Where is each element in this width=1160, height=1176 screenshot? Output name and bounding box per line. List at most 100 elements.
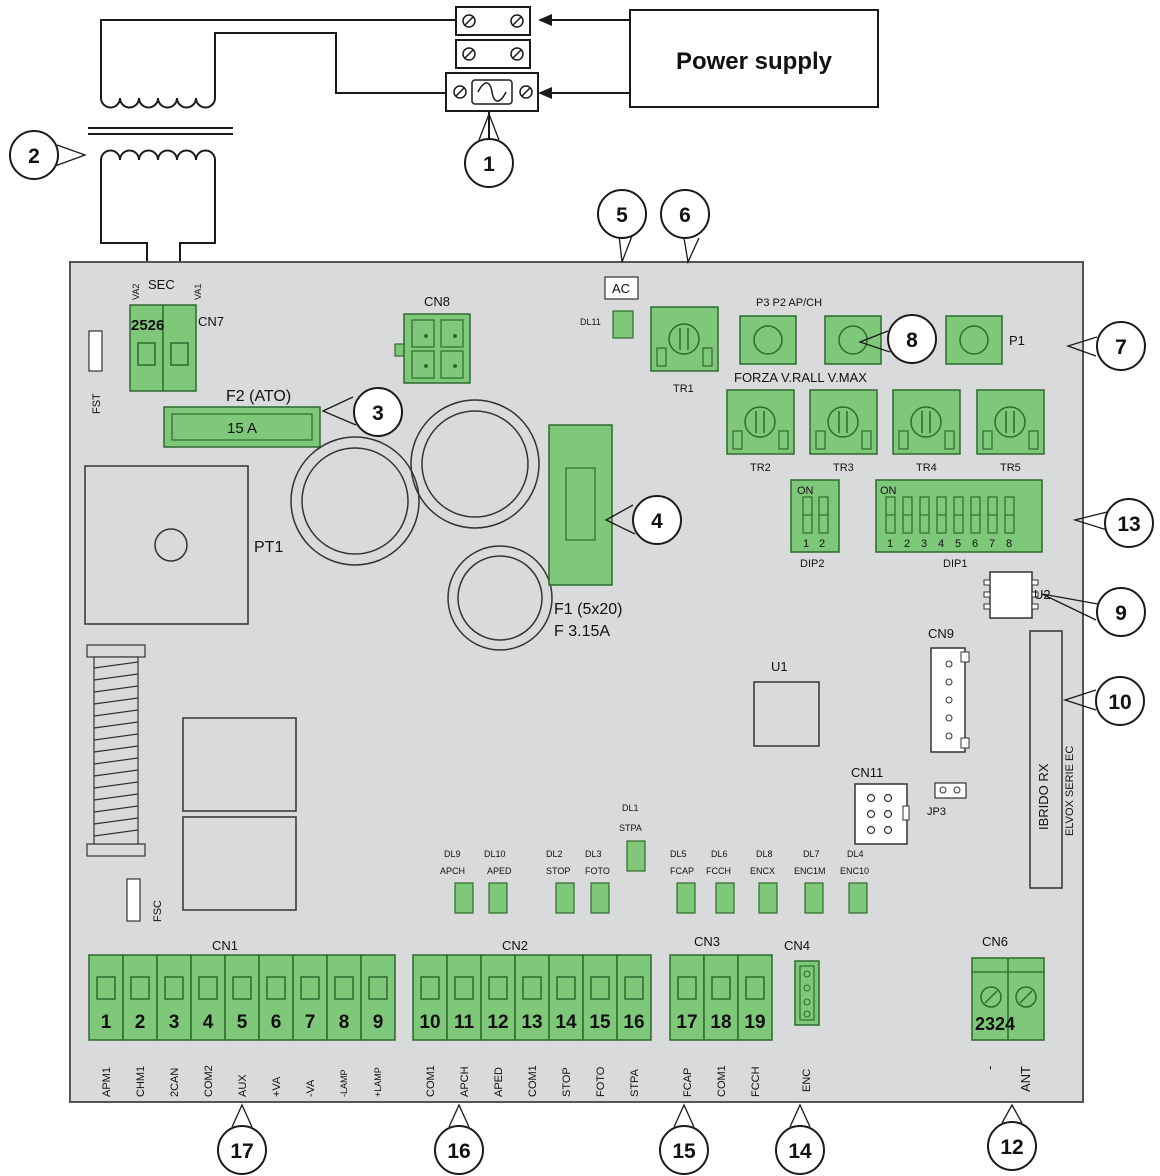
led-dl9-id: DL9 [444, 849, 461, 859]
callout-9-number: 9 [1115, 602, 1127, 625]
callout-5 [597, 189, 647, 239]
toroid-coils [290, 399, 553, 651]
tr4-label: TR4 [916, 462, 937, 474]
callout-6-number: 6 [679, 204, 691, 227]
dip1-on-label: ON [880, 485, 897, 497]
callout-12 [987, 1121, 1037, 1171]
callout-7 [1096, 321, 1146, 371]
ac-label: AC [612, 281, 630, 296]
cn4-connector [794, 960, 820, 1026]
cn9-label: CN9 [928, 626, 954, 641]
led-dl5-name: FCAP [670, 866, 694, 876]
terminal-strip-cn1 [88, 954, 396, 1041]
callout-5-number: 5 [616, 204, 628, 227]
tr5-label: TR5 [1000, 462, 1021, 474]
terminal-name: APM1 [101, 1067, 113, 1097]
terminal-number: 3 [169, 1012, 180, 1033]
callout-16 [434, 1125, 484, 1175]
cn1-label: CN1 [212, 938, 238, 953]
pt1-label: PT1 [254, 539, 283, 556]
callout-8 [887, 314, 937, 364]
led-dl7-id: DL7 [803, 849, 820, 859]
cn6-label: CN6 [982, 934, 1008, 949]
cn7-connector [129, 304, 197, 392]
terminal-name: -VA [305, 1079, 317, 1097]
led-dl6-name: FCCH [706, 866, 731, 876]
tr2-label: TR2 [750, 462, 771, 474]
callout-14 [775, 1125, 825, 1175]
module-name-2: ELVOX SERIE EC [1064, 746, 1076, 836]
va2-label: VA2 [131, 284, 141, 300]
trimmers-tr2-tr5 [726, 389, 1045, 455]
u2-chip [983, 571, 1039, 619]
terminal-name: COM1 [425, 1065, 437, 1097]
dip2-num-1: 1 [803, 538, 809, 550]
f2-value: 15 A [227, 420, 257, 437]
led-dl3-id: DL3 [585, 849, 602, 859]
dip1-label: DIP1 [943, 558, 967, 570]
dl1-led [626, 840, 646, 872]
callout-bubbles: 1 2 3 4 5 6 7 8 9 10 12 13 14 15 16 17 [9, 130, 1154, 1175]
terminal-block-stack [445, 6, 539, 112]
terminal-number: 9 [373, 1012, 384, 1033]
dl11-led [612, 310, 634, 339]
cn3-label: CN3 [694, 934, 720, 949]
terminal-names: APM1 CHM1 2CAN COM2 AUX +VA -VA -LAMP +L… [101, 1065, 762, 1097]
cn8-label: CN8 [424, 294, 450, 309]
transformer-symbol [88, 97, 233, 161]
callout-10-number: 10 [1108, 691, 1131, 714]
led-dl2 [555, 882, 575, 914]
led-dl4 [848, 882, 868, 914]
terminal-number: 5 [237, 1012, 248, 1033]
terminal-name: COM1 [716, 1065, 728, 1097]
cn6-ant-label: ANT [1018, 1066, 1033, 1092]
sec-label: SEC [148, 277, 175, 292]
callout-17-number: 17 [230, 1140, 253, 1163]
callout-10 [1095, 676, 1145, 726]
led-dl3 [590, 882, 610, 914]
dip2-label: DIP2 [800, 558, 824, 570]
terminal-strip-cn2 [412, 954, 652, 1041]
dl11-label: DL11 [580, 317, 601, 327]
terminal-number: 13 [521, 1012, 542, 1033]
terminal-name: COM2 [203, 1065, 215, 1097]
led-dl9 [454, 882, 474, 914]
p1-label: P1 [1009, 333, 1025, 348]
callout-2-number: 2 [28, 145, 40, 168]
led-dl4-name: ENC10 [840, 866, 869, 876]
push-buttons [739, 315, 1003, 365]
callout-4-number: 4 [651, 510, 663, 533]
fst-connector [88, 330, 103, 372]
power-supply-box [629, 9, 879, 108]
cn4-label: CN4 [784, 938, 810, 953]
terminal-number: 4 [203, 1012, 214, 1033]
led-dl10 [488, 882, 508, 914]
dip2-num-2: 2 [819, 538, 825, 550]
radio-module [1029, 630, 1063, 889]
dl1-name: STPA [619, 823, 642, 833]
terminal-number: 15 [589, 1012, 611, 1033]
terminal-name: APCH [459, 1066, 471, 1097]
dip1-num-3: 3 [921, 538, 927, 550]
callout-pointers [231, 112, 1023, 1128]
led-dl10-id: DL10 [484, 849, 506, 859]
callout-15 [659, 1125, 709, 1175]
cn6-pin-numbers: 2324 [975, 1014, 1015, 1034]
terminal-strip-cn3 [669, 954, 773, 1041]
dip1-num-6: 6 [972, 538, 978, 550]
led-dl8-name: ENCX [750, 866, 775, 876]
led-dl5 [676, 882, 696, 914]
dip1-switch [875, 479, 1043, 553]
terminal-number: 6 [271, 1012, 282, 1033]
callout-8-number: 8 [906, 329, 918, 352]
tr3-label: TR3 [833, 462, 854, 474]
dip1-num-2: 2 [904, 538, 910, 550]
terminal-name: APED [493, 1067, 505, 1097]
callout-1-number: 1 [483, 153, 495, 176]
terminal-number: 17 [676, 1012, 697, 1033]
dip1-num-7: 7 [989, 538, 995, 550]
terminal-name: STOP [561, 1067, 573, 1097]
terminal-name: FOTO [595, 1066, 607, 1097]
f1-label: F1 (5x20) [554, 601, 622, 618]
